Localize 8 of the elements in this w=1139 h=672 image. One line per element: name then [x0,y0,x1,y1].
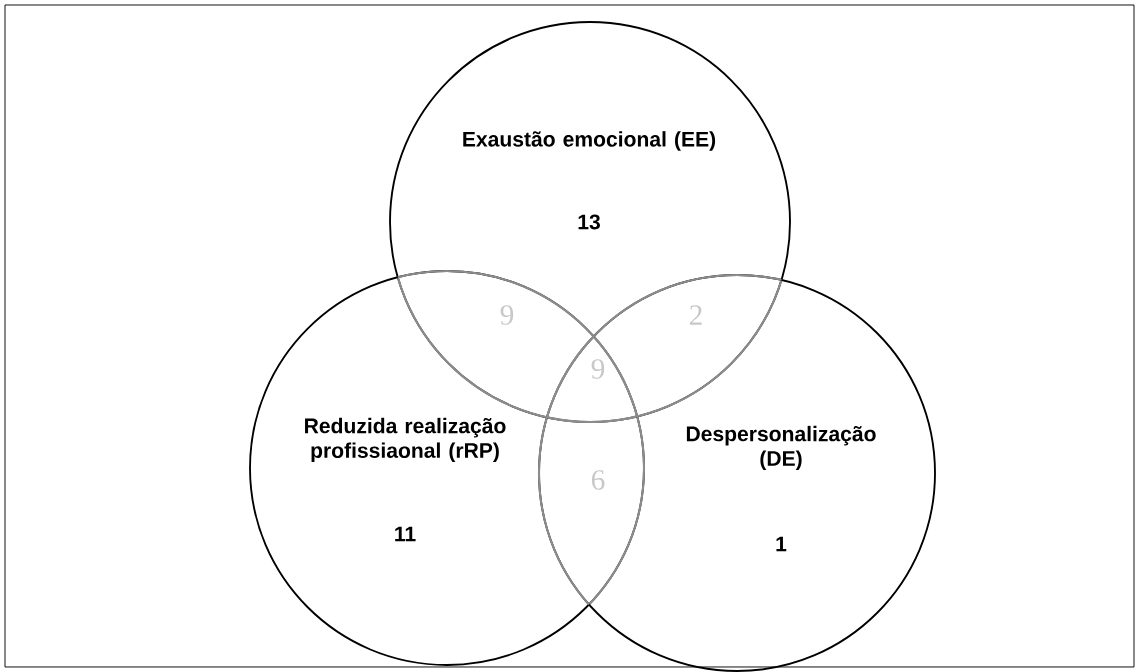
count-label: 1 [776,536,787,552]
count-label: 11 [395,526,416,542]
venn-circle [249,269,646,667]
circle-heading: Reduzida realização profissiaonal (rRP) [305,417,506,463]
circle-heading: Exaustão emocional (EE) [463,131,716,151]
circle-heading: Despersonalização (DE) [686,425,876,471]
venn-circle [537,273,936,672]
count-label: 13 [578,214,600,230]
